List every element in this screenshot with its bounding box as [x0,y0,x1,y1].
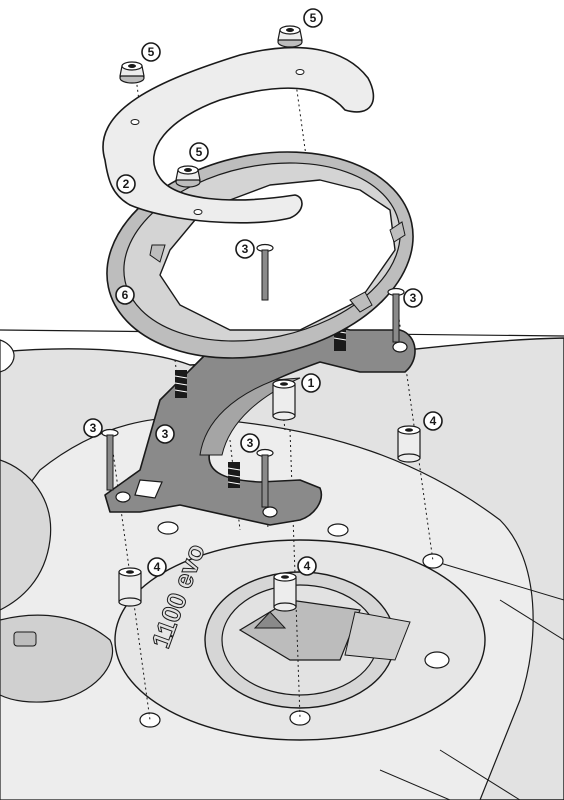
callout-part-2: 2 [116,174,136,194]
spacer [273,572,297,612]
plate-body [102,46,375,224]
screws [101,243,405,508]
alignment-line [289,429,301,719]
bracket-inner-edge [199,377,301,456]
tank-stripe [499,599,564,641]
svg-text:5: 5 [196,145,203,159]
flange-nut [119,61,145,84]
tank-mount-hole [157,521,179,535]
svg-text:1: 1 [308,376,315,390]
bracket-hole [115,491,131,503]
flange-nuts [119,25,303,188]
tank-mount-hole [289,710,311,726]
screw [387,287,405,343]
svg-text:3: 3 [410,291,417,305]
callout-part-5: 5 [141,42,161,62]
flange-nut [277,25,303,48]
plate-hole [193,209,203,215]
svg-text:4: 4 [430,414,437,428]
tank-stripe [429,559,564,601]
callout-part-1: 3 [155,424,175,444]
callout-part-4: 1 [301,373,321,393]
screw [256,448,274,508]
screw [101,428,119,491]
ring-teeth [149,221,406,313]
svg-text:3: 3 [162,427,169,441]
filler-cap-key [344,611,411,661]
part-callouts: 5 5 5 2 6 3 3 3 3 3 1 4 [83,8,443,577]
svg-text:5: 5 [148,45,155,59]
tank-stripe [439,749,521,800]
spacer [397,425,421,463]
tank-left-panel [0,459,52,611]
callout-part-5: 5 [303,8,323,28]
spacer [272,379,296,421]
svg-text:2: 2 [123,177,130,191]
svg-text:3: 3 [242,242,249,256]
svg-text:3: 3 [90,421,97,435]
fuel-tank: 1100 evo [0,329,564,800]
callout-part-3: 3 [240,433,260,453]
callout-part-4: 4 [297,556,317,576]
tank-left-latch [13,631,37,647]
bracket-hole [262,506,278,518]
bracket-slot [134,479,163,499]
tank-stripe [379,769,451,800]
tank-mount-hole [139,712,161,728]
svg-text:3: 3 [247,436,254,450]
callout-part-4: 4 [423,411,443,431]
callout-part-6: 6 [115,285,135,305]
plate-hole [130,119,140,125]
callout-part-4: 4 [147,557,167,577]
tank-mount-hole [424,651,450,669]
tank-mount-hole [327,523,349,537]
callout-part-3: 3 [235,239,255,259]
svg-text:5: 5 [310,11,317,25]
tank-mount-hole [422,553,444,569]
flange-nut [175,165,201,188]
adapter-plate [102,46,375,224]
filler-cap-hinge [253,611,287,629]
threaded-studs [174,325,347,488]
plate-hole [295,69,305,75]
spacer [118,567,142,607]
callout-part-5: 5 [189,142,209,162]
callout-part-3: 3 [403,288,423,308]
tank-left-cutout [0,339,15,373]
callout-part-3: 3 [83,418,103,438]
spacers [118,379,421,612]
svg-text:4: 4 [304,559,311,573]
svg-text:6: 6 [122,288,129,302]
bracket-hole [392,341,408,353]
svg-text:4: 4 [154,560,161,574]
screw [256,243,274,301]
